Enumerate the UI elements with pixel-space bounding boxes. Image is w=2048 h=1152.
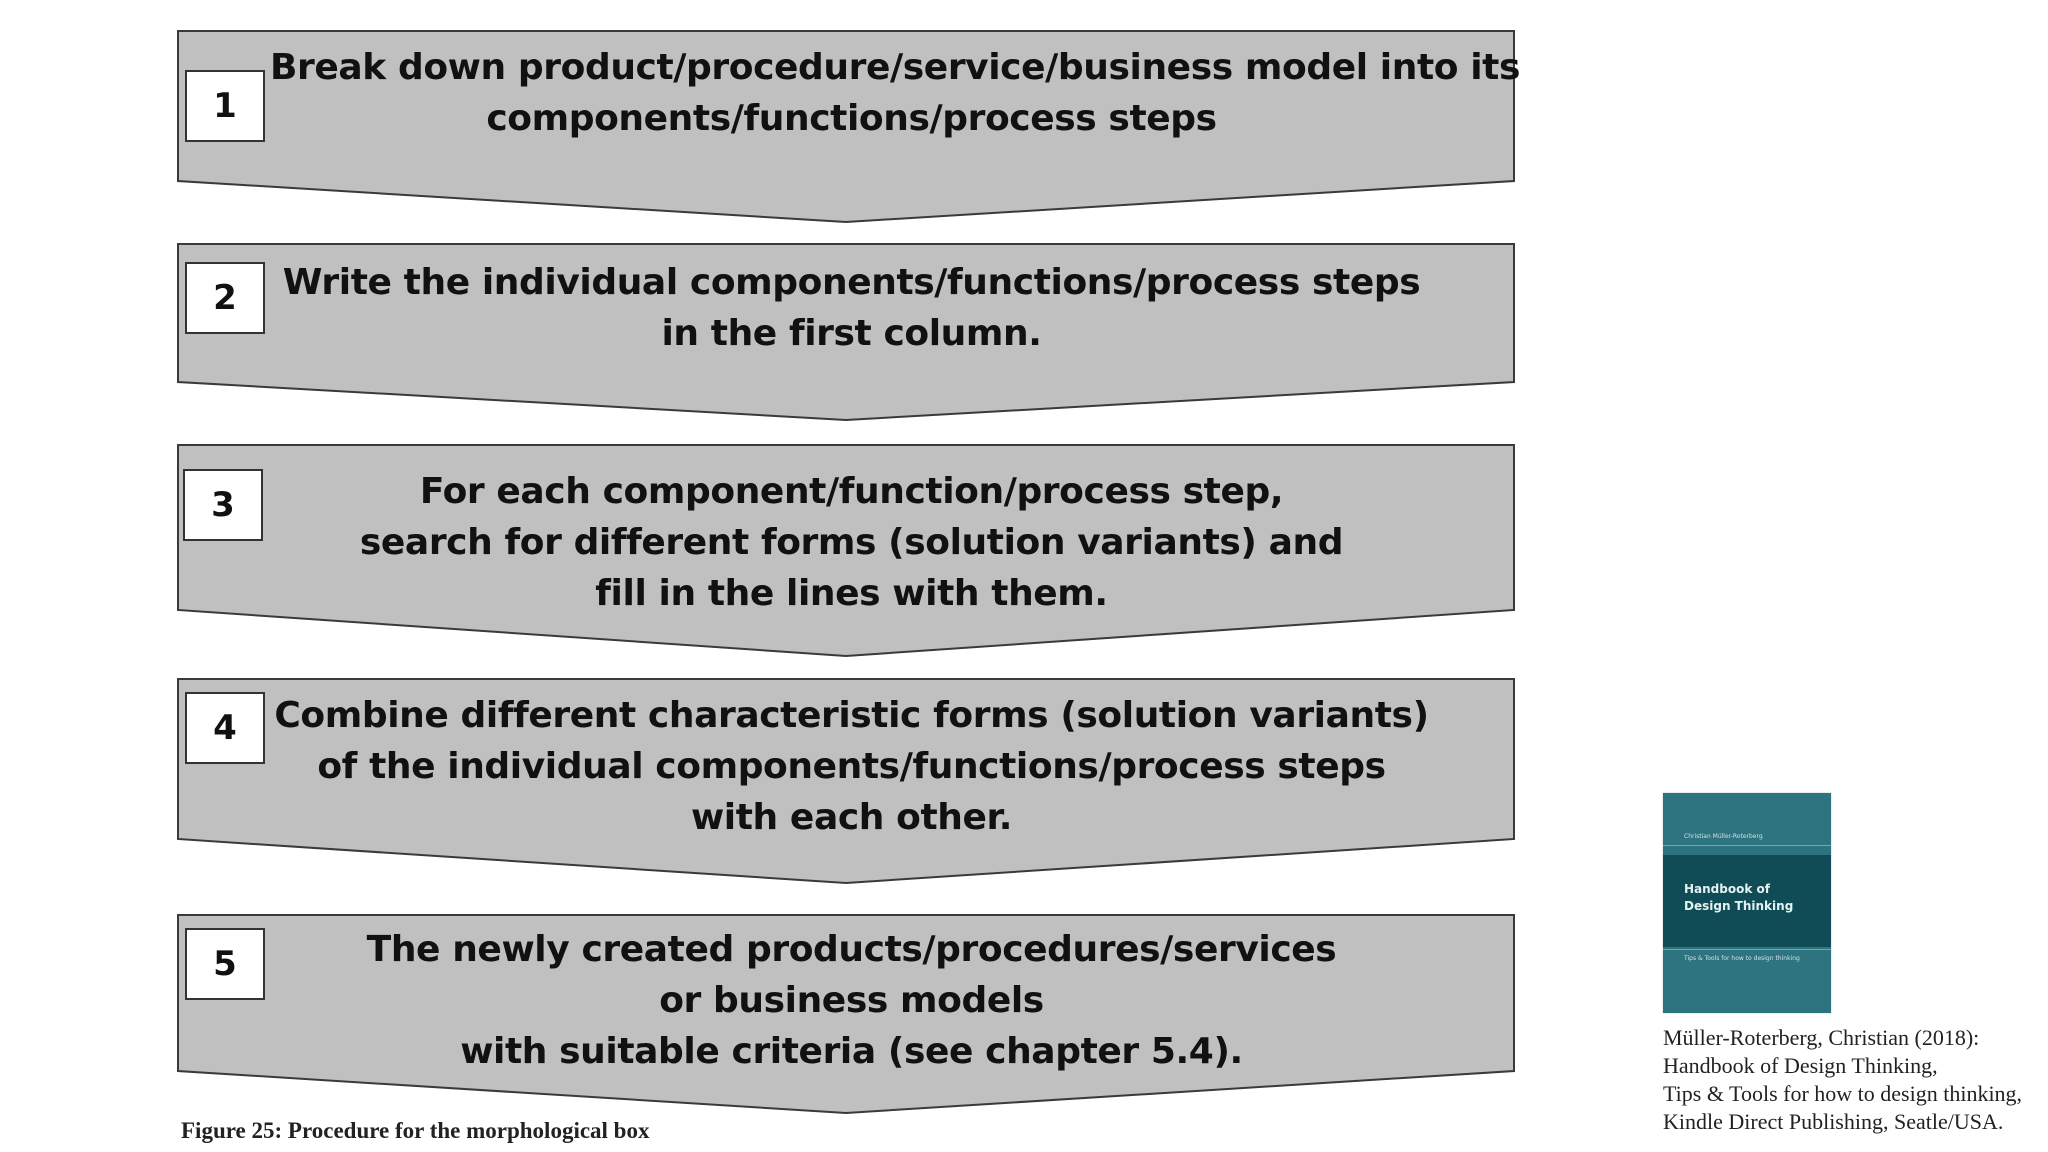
book-cover-title-line-2: Design Thinking	[1684, 899, 1794, 913]
figure-caption: Figure 25: Procedure for the morphologic…	[181, 1118, 650, 1143]
citation-line-1: Müller-Roterberg, Christian (2018):	[1663, 1025, 1980, 1050]
step-3-text: For each component/function/process step…	[270, 466, 1433, 619]
step-5-text: The newly created products/procedures/se…	[270, 924, 1433, 1077]
step-5-number-box: 5	[185, 928, 265, 1000]
step-4-text-line-1: Combine different characteristic forms (…	[274, 695, 1429, 736]
step-5-arrow-shape	[177, 914, 1515, 1115]
citation-line-2: Handbook of Design Thinking,	[1663, 1053, 1938, 1078]
book-cover-rule-top	[1663, 845, 1831, 846]
step-3-number-box: 3	[183, 469, 263, 541]
book-cover-title-band	[1663, 855, 1831, 947]
step-4-arrow-shape	[177, 678, 1515, 885]
step-4-text: Combine different characteristic forms (…	[270, 690, 1433, 843]
step-2-text: Write the individual components/function…	[270, 257, 1433, 359]
book-cover-title-line-1: Handbook of	[1684, 882, 1770, 896]
step-5-text-line-1: The newly created products/procedures/se…	[366, 929, 1337, 970]
step-3-text-line-2: search for different forms (solution var…	[359, 522, 1344, 563]
step-2-text-line-2: in the first column.	[661, 313, 1042, 354]
step-1-arrow-shape	[177, 30, 1515, 224]
book-cover-title: Handbook of Design Thinking	[1684, 881, 1793, 915]
book-cover-author: Christian Müller-Roterberg	[1684, 833, 1763, 840]
step-5-text-line-3: with suitable criteria (see chapter 5.4)…	[460, 1031, 1243, 1072]
step-1-text: Break down product/procedure/service/bus…	[270, 42, 1521, 144]
step-3-arrow-shape	[177, 444, 1515, 658]
step-4-text-line-3: with each other.	[690, 797, 1013, 838]
step-3-text-line-1: For each component/function/process step…	[419, 471, 1284, 512]
step-2-arrow-shape	[177, 243, 1515, 422]
book-cover-subtitle: Tips & Tools for how to design thinking	[1684, 955, 1800, 962]
step-5-text-line-2: or business models	[659, 980, 1044, 1021]
step-4-text-line-2: of the individual components/functions/p…	[317, 746, 1386, 787]
book-cover-rule-bottom	[1663, 949, 1831, 950]
citation-line-4: Kindle Direct Publishing, Seatle/USA.	[1663, 1109, 2004, 1134]
step-1-number-box: 1	[185, 70, 265, 142]
step-2-number-box: 2	[185, 262, 265, 334]
book-citation: Müller-Roterberg, Christian (2018): Hand…	[1663, 1024, 2022, 1136]
step-2-text-line-1: Write the individual components/function…	[282, 262, 1421, 303]
citation-line-3: Tips & Tools for how to design thinking,	[1663, 1081, 2023, 1106]
step-1-text-line-1: Break down product/procedure/service/bus…	[270, 47, 1521, 88]
step-1-text-line-2: components/functions/process steps	[486, 98, 1217, 139]
book-cover-image: Christian Müller-Roterberg Handbook of D…	[1663, 793, 1831, 1013]
step-3-text-line-3: fill in the lines with them.	[595, 573, 1108, 614]
step-4-number-box: 4	[185, 692, 265, 764]
